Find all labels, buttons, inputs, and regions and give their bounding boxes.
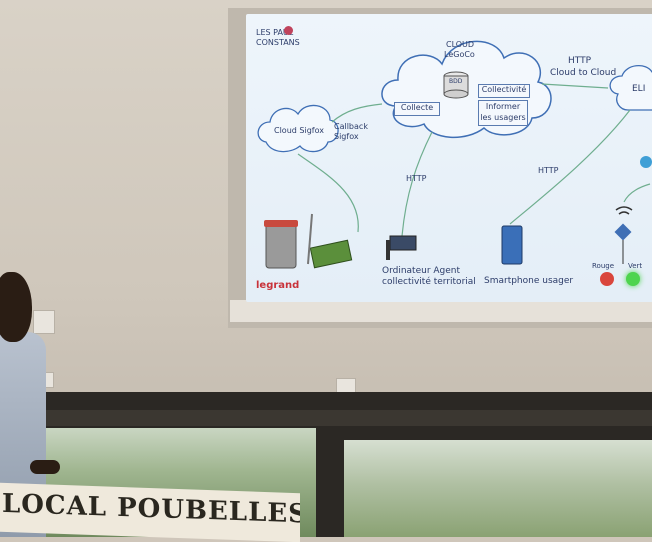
cloud-sigfox-label: Cloud Sigfox — [274, 126, 324, 135]
red-indicator-icon — [600, 272, 614, 286]
informer-box: Informer les usagers — [478, 100, 528, 126]
http-label-1: HTTP — [406, 174, 427, 183]
ordinateur-line2: collectivité territorial — [382, 277, 476, 287]
collectivite-box: Collectivité — [478, 84, 530, 98]
smartphone-icon — [501, 225, 523, 265]
bin-icon — [265, 223, 297, 269]
presenter-hand — [30, 460, 60, 474]
computer-icon — [389, 235, 417, 251]
presenter-head — [0, 272, 32, 342]
light-switch — [33, 310, 55, 334]
callback-line1: Callback — [334, 122, 368, 131]
cloud-main-line2: LeGoCo — [444, 50, 475, 59]
rouge-label: Rouge — [592, 262, 615, 270]
sensor-board-icon — [309, 239, 353, 269]
bdd-label: BDD — [449, 78, 463, 85]
vert-label: Vert — [628, 262, 643, 270]
collecte-box: Collecte — [394, 102, 440, 116]
callback-line2: Sigfox — [334, 132, 359, 141]
eli-label: ELI — [632, 84, 646, 94]
smartphone-label: Smartphone usager — [484, 276, 574, 286]
green-indicator-icon — [626, 272, 640, 286]
slide-diagram — [257, 40, 652, 269]
legrand-logo: legrand — [256, 280, 300, 291]
logo-mark-icon — [284, 26, 293, 35]
informer-line1: Informer — [485, 102, 521, 111]
cloud-eli-shape — [609, 65, 652, 111]
http-cloud-line1: HTTP — [568, 56, 592, 66]
window-pane-right — [344, 440, 652, 537]
banner-text: LOCAL POUBELLES — [2, 488, 300, 530]
projected-slide: LES PAUL CONSTANS CLOUD LeGoCo BDD Colle… — [246, 14, 652, 302]
cloud-main-line1: CLOUD — [446, 40, 475, 49]
cloud-sigfox-shape — [257, 104, 339, 153]
informer-line2: les usagers — [480, 113, 526, 122]
ordinateur-line1: Ordinateur Agent — [382, 266, 461, 276]
logo-line2: CONSTANS — [256, 38, 300, 47]
http-label-2: HTTP — [538, 166, 559, 175]
screen-bottom-border — [230, 300, 652, 322]
http-cloud-line2: Cloud to Cloud — [550, 68, 617, 78]
logo-line1: LES PAUL — [256, 28, 294, 37]
window-sill — [40, 410, 652, 426]
banner-sign: LOCAL POUBELLES — [0, 482, 300, 542]
